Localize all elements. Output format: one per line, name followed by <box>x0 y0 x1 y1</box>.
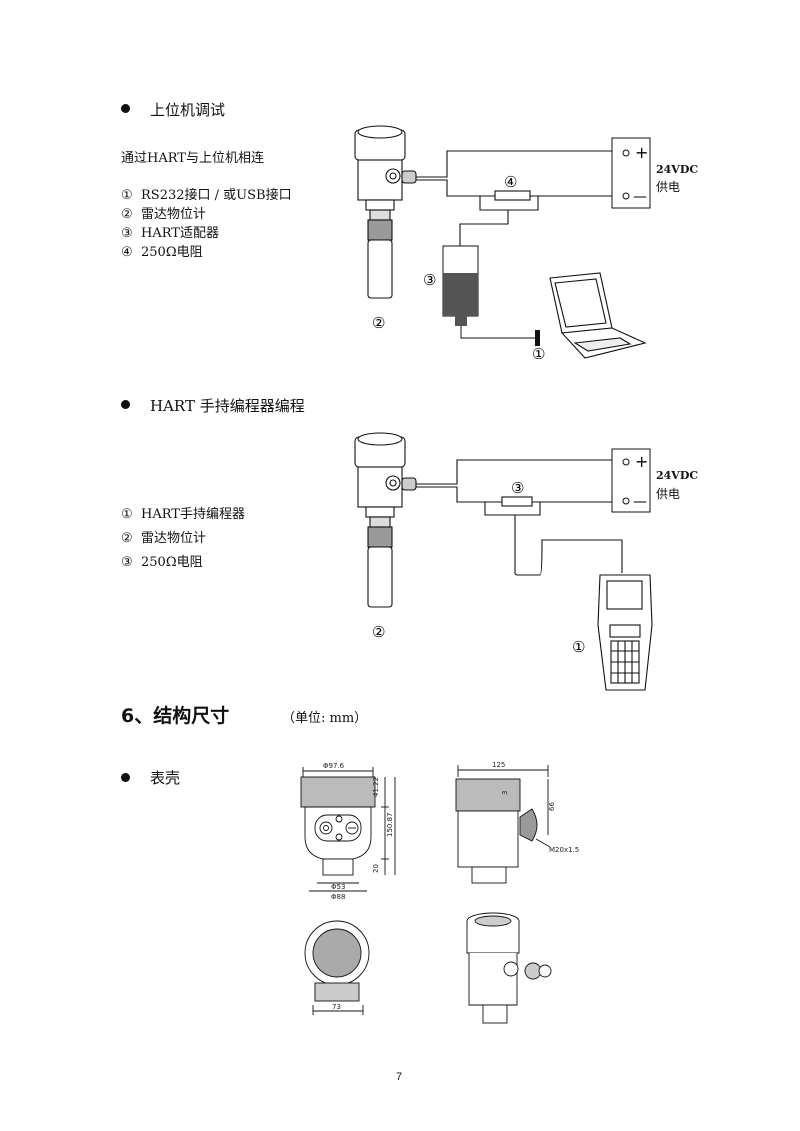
subtitle-housing: 表壳 <box>150 769 181 787</box>
wiring-diagram-handheld: + — ③ ② ① <box>354 432 653 691</box>
dim-side-thread: M20x1.5 <box>549 846 579 854</box>
callout-port: ① <box>532 345 545 363</box>
wiring-diagram-pc: + — ④ ③ ② ① <box>354 125 651 363</box>
callout-gauge: ② <box>372 314 385 332</box>
dim-side-small: 3 <box>501 791 509 795</box>
dim-h2: 150.87 <box>386 813 394 838</box>
isometric-view-drawing <box>466 912 552 1024</box>
section-title-upper-computer: 上位机调试 <box>150 101 226 119</box>
dim-h1: 41.22 <box>372 777 380 797</box>
top-view-drawing: 73 <box>304 920 370 1015</box>
page-number: 7 <box>396 1071 403 1083</box>
power-voltage-label-2: 24VDC <box>656 469 699 482</box>
dim-side-top: 125 <box>492 761 505 769</box>
callout-resistor: ④ <box>504 173 517 191</box>
plus-sign: + <box>635 452 648 471</box>
radar-gauge-drawing <box>354 125 417 299</box>
bullet-2 <box>121 400 130 409</box>
callout-adapter: ③ <box>423 271 436 289</box>
dim-h3: 20 <box>372 864 380 873</box>
dim-top: Φ97.6 <box>323 762 345 770</box>
laptop-drawing <box>549 272 647 359</box>
unit-label: （单位: mm） <box>282 711 368 726</box>
power-voltage-label-1: 24VDC <box>656 163 699 176</box>
front-view-drawing: Φ97.6 41.22 150.87 20 Φ53 Φ88 <box>300 762 396 901</box>
section-title-handheld: HART 手持编程器编程 <box>150 397 305 415</box>
callout-resistor: ③ <box>511 479 524 497</box>
minus-sign: — <box>633 189 647 205</box>
radar-gauge-drawing <box>354 432 417 608</box>
power-label-2: 供电 <box>656 487 681 501</box>
intro-text: 通过HART与上位机相连 <box>121 151 264 166</box>
callout-gauge: ② <box>372 623 385 641</box>
dim-b2: Φ88 <box>331 893 345 901</box>
handheld-programmer-drawing <box>597 574 653 691</box>
dim-side-h: 66 <box>548 802 556 811</box>
dim-b1: Φ53 <box>331 883 345 891</box>
bullet-1 <box>121 104 130 113</box>
callout-programmer: ① <box>572 638 585 656</box>
dim-top-width: 73 <box>332 1003 341 1011</box>
power-label-1: 供电 <box>656 180 681 194</box>
bullet-3 <box>121 773 130 782</box>
minus-sign: — <box>633 494 647 510</box>
section-heading-dimensions: 6、结构尺寸 <box>121 705 230 727</box>
plus-sign: + <box>635 143 648 162</box>
side-view-drawing: 125 3 66 M20x1.5 <box>455 761 579 884</box>
